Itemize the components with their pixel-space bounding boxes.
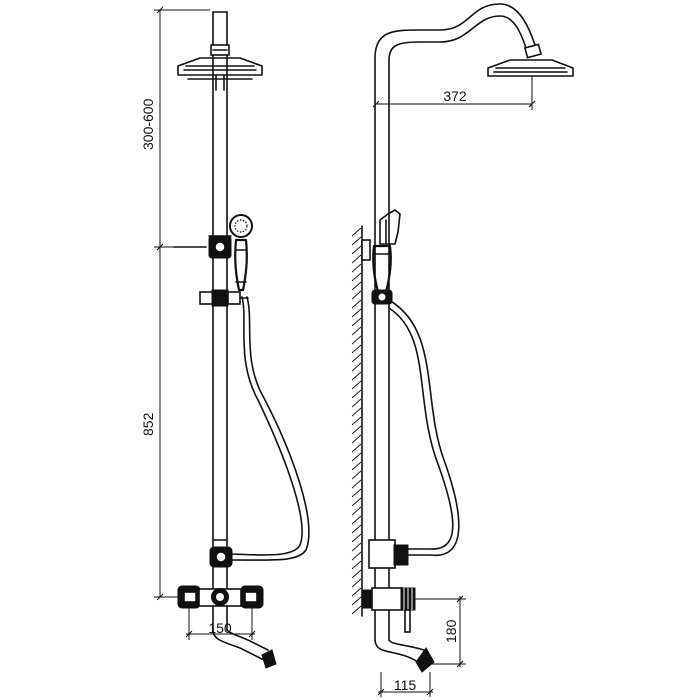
wall-hatch-line [351,308,362,318]
wall-hatch-line [351,254,362,264]
side-slide-clamp [371,289,393,305]
wall-hatch-line [351,605,362,615]
wall-hatch-line [351,344,362,354]
dimension-head-height: 300-600 [140,6,210,251]
wall-hatch-line [351,290,362,300]
wall-hatch-line [351,245,362,255]
side-wall [351,225,363,617]
wall-hatch-line [351,398,362,408]
wall-hatch-line [351,569,362,579]
side-riser-and-arm [374,3,536,561]
side-rain-shower-head [487,43,574,77]
front-rain-shower-head [177,44,263,91]
dimension-spout-projection: 115 [377,672,434,697]
wall-hatch-line [351,227,362,237]
dim-label-372: 372 [443,88,467,104]
wall-hatch-line [351,317,362,327]
wall-hatch-line [351,272,362,282]
dim-label-150: 150 [208,620,232,636]
wall-hatch-line [351,497,362,507]
side-diverter [368,539,409,589]
wall-hatch-line [351,362,362,372]
dimension-arm-reach: 372 [372,76,536,110]
side-view: 372 [351,3,574,697]
front-hose [231,296,310,561]
wall-hatch-line [351,434,362,444]
dim-label-852: 852 [140,412,156,436]
wall-hatch-line [351,506,362,516]
wall-hatch-line [351,281,362,291]
wall-hatch-line [351,452,362,462]
wall-hatch-line [351,326,362,336]
dimension-spout-height: 180 [415,595,466,668]
wall-hatch-line [351,578,362,588]
wall-hatch-line [351,461,362,471]
front-spout [212,605,277,669]
wall-hatch-line [351,389,362,399]
wall-hatch-line [351,416,362,426]
wall-hatch-line [351,560,362,570]
side-hose [388,299,460,557]
wall-hatch-line [351,353,362,363]
side-spout [374,609,435,673]
dimension-bar-height: 852 [140,247,178,601]
wall-hatch-line [351,371,362,381]
side-mixer-body [361,587,416,633]
dimension-mixer-spacing: 150 [185,608,256,640]
wall-hatch-line [351,479,362,489]
wall-hatch-line [351,335,362,345]
wall-hatch-line [351,236,362,246]
front-diverter [209,539,233,568]
front-view: 300-600 852 150 [140,6,310,669]
wall-hatch-line [351,407,362,417]
dim-label-180: 180 [443,619,459,643]
wall-hatch-line [351,425,362,435]
wall-hatch-line [351,524,362,534]
front-hand-shower-holder [173,235,232,259]
wall-hatch-line [351,299,362,309]
side-hand-shower [361,209,401,294]
wall-hatch-line [351,263,362,273]
front-slide-clamp [199,289,249,307]
wall-hatch-line [351,443,362,453]
wall-hatch-line [351,542,362,552]
wall-hatch-line [351,470,362,480]
front-hand-shower [229,214,253,292]
wall-hatch-line [351,488,362,498]
dim-label-115: 115 [394,677,417,693]
wall-hatch-line [351,515,362,525]
wall-hatch-line [351,587,362,597]
wall-hatch-line [351,533,362,543]
wall-hatch-line [351,551,362,561]
wall-hatch-line [351,596,362,606]
wall-hatch-line [351,380,362,390]
dim-label-300-600: 300-600 [140,98,156,150]
front-mixer-body [177,585,264,609]
